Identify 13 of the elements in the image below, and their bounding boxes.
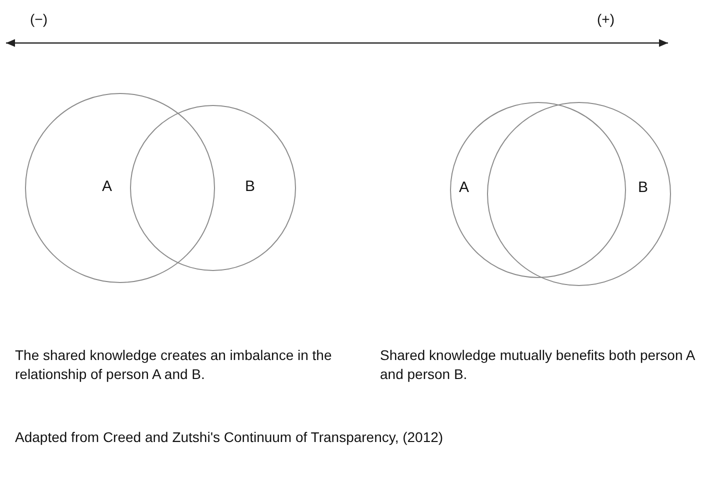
set-label: A [459,179,470,196]
venn-circle [130,105,296,271]
venn-circle [487,102,671,286]
description-text: Shared knowledge mutually benefits both person A and person B. [380,346,696,384]
description-text: The shared knowledge creates an imbalance in the relationship of person A and B. [15,346,333,384]
venn-circle [450,102,626,278]
set-label: B [638,179,648,196]
scale-end-label: (−) [30,10,48,29]
caption: Adapted from Creed and Zutshi's Continuum of Transparency, (2012) [15,428,444,447]
venn-circle [25,93,215,283]
set-label: A [102,178,112,195]
set-label: B [245,178,256,195]
scale-end-label: (+) [597,10,614,29]
